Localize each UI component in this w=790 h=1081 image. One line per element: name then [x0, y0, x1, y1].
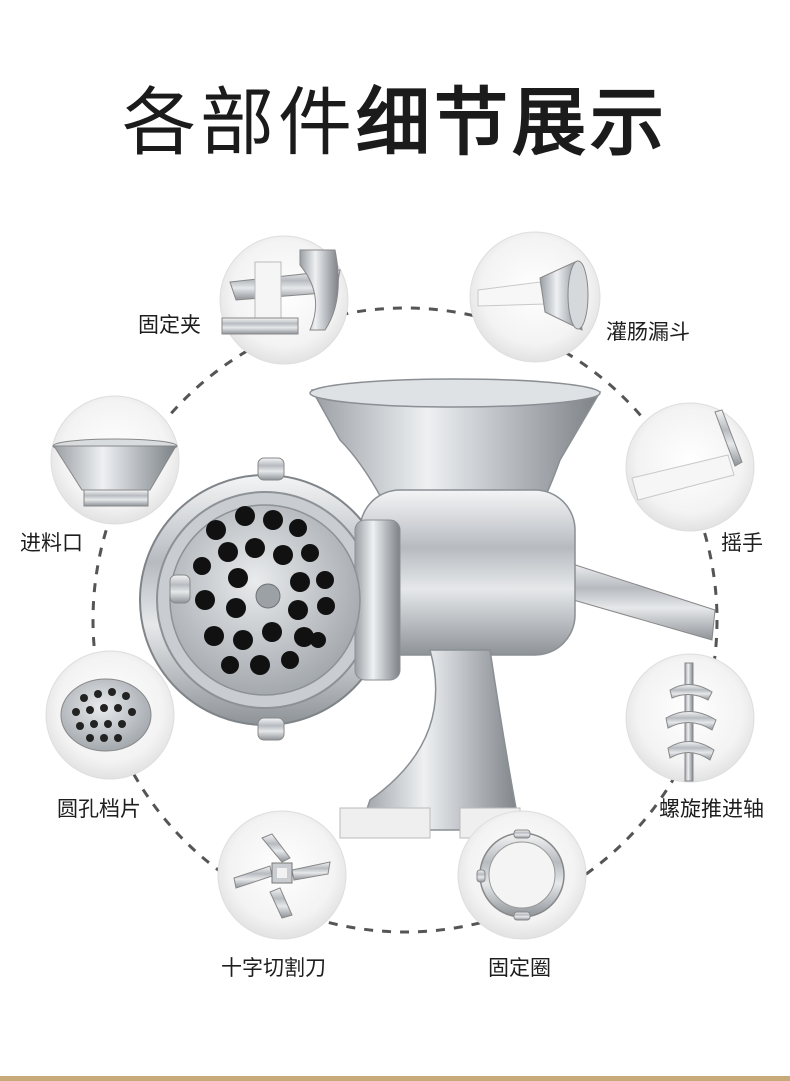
- label-sausage-funnel: 灌肠漏斗: [606, 320, 690, 344]
- label-screw-shaft: 螺旋推进轴: [659, 797, 764, 821]
- title-bold: 细节展示: [356, 80, 668, 166]
- plate-bubble: [45, 650, 175, 780]
- hopper-icon: [52, 438, 178, 507]
- label-fixing-ring: 固定圈: [488, 956, 551, 980]
- label-round-hole-plate: 圆孔档片: [57, 797, 141, 821]
- label-cross-blade: 十字切割刀: [221, 956, 326, 980]
- clamp-bubble: [219, 235, 349, 365]
- auger-bubble: [625, 653, 755, 783]
- bottom-accent-bar: [0, 1076, 790, 1081]
- funnel-nozzle-icon: [477, 260, 589, 331]
- hopper-bubble: [50, 395, 180, 525]
- clamp-icon: [221, 249, 341, 335]
- ring-bubble: [457, 810, 587, 940]
- crank-bubble: [625, 402, 755, 532]
- funnel-bubble: [469, 231, 601, 363]
- fixing-ring-icon: [476, 829, 565, 921]
- auger-screw-icon: [665, 662, 717, 782]
- crank-handle-icon: [631, 409, 743, 501]
- dashed-guide-circle: [91, 306, 719, 934]
- label-hand-crank: 摇手: [721, 531, 763, 555]
- cross-blade-icon: [233, 833, 331, 919]
- page-title: 各部件细节展示: [0, 78, 790, 168]
- title-light: 各部件: [122, 80, 356, 166]
- perforated-plate-icon: [60, 678, 152, 752]
- label-fixing-clamp: 固定夹: [138, 313, 201, 337]
- blade-bubble: [217, 810, 347, 940]
- label-feed-inlet: 进料口: [20, 531, 83, 555]
